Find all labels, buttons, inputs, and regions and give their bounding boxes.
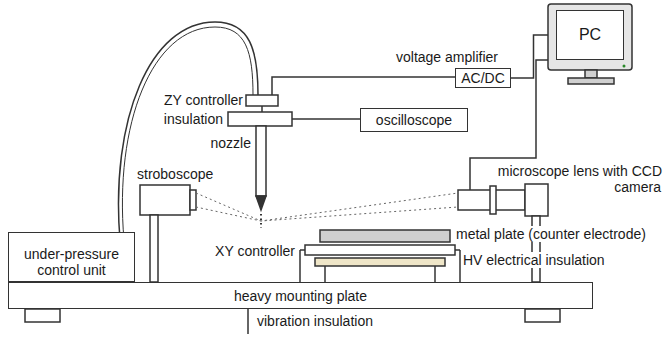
pressure-tube: [118, 22, 258, 240]
power-led: [623, 65, 626, 68]
lens-ring: [490, 186, 496, 214]
part-label: stroboscope: [136, 166, 236, 182]
part-label: ZY controller: [140, 92, 244, 108]
monitor-base: [568, 78, 614, 84]
insulation-block: [228, 112, 292, 126]
post: [300, 249, 305, 251]
pc-screen: PC: [556, 10, 624, 60]
label-text: nozzle: [210, 135, 252, 151]
mounting-plate: heavy mounting plate: [8, 282, 593, 309]
label-text: ZY controller: [163, 92, 244, 108]
monitor-frame: [548, 4, 632, 70]
light-path: [196, 193, 458, 221]
control-unit-box: under-pressure control unit: [8, 232, 135, 282]
node-text: oscilloscope: [376, 112, 452, 128]
label-text: metal plate (counter electrode): [455, 226, 647, 242]
label-text: voltage amplifier: [395, 49, 499, 65]
node-text: AC/DC: [461, 70, 505, 86]
label-text: microscope lens with CCD camera: [497, 163, 662, 195]
leader-line: [247, 309, 249, 334]
part-label: microscope lens with CCD camera: [474, 163, 662, 195]
post: [324, 266, 326, 282]
label-text: XY controller: [214, 243, 296, 259]
stand: [150, 215, 158, 282]
pressure-tube: [122, 27, 253, 240]
oscilloscope-box: oscilloscope: [360, 108, 468, 132]
metal-plate: [320, 230, 450, 242]
post: [299, 250, 301, 282]
wire: [272, 77, 455, 95]
part-label: XY controller: [190, 243, 296, 259]
node-text: heavy mounting plate: [234, 288, 367, 304]
nozzle-tip: [256, 196, 266, 210]
post: [455, 249, 460, 251]
label-text: HV electrical insulation: [462, 252, 606, 268]
converter-box: AC/DC: [455, 68, 511, 88]
ccd-camera: [525, 184, 548, 216]
part-label: metal plate (counter electrode): [455, 226, 665, 242]
label-text: stroboscope: [136, 166, 214, 182]
stroboscope-lens: [190, 190, 196, 210]
label-text: vibration insulation: [256, 313, 374, 329]
xy-stage: [305, 245, 455, 255]
damper-foot: [525, 309, 560, 322]
part-label: HV electrical insulation: [462, 252, 662, 268]
node-text: under-pressure control unit: [15, 246, 128, 278]
zy-controller: [246, 95, 278, 106]
wire: [292, 118, 360, 120]
part-label: nozzle: [200, 135, 252, 151]
nozzle-body: [256, 126, 266, 196]
part-label: insulation: [150, 111, 224, 127]
node-text: PC: [579, 27, 601, 43]
monitor-neck: [585, 70, 597, 78]
label-text: insulation: [163, 111, 224, 127]
stroboscope-body: [140, 185, 190, 215]
part-label: voltage amplifier: [395, 49, 525, 65]
post: [459, 250, 461, 282]
light-path: [196, 207, 458, 221]
mount-rod: [261, 106, 263, 112]
hv-insulation: [315, 258, 445, 266]
part-label: vibration insulation: [256, 313, 436, 329]
post: [434, 266, 436, 282]
damper-foot: [25, 309, 60, 322]
